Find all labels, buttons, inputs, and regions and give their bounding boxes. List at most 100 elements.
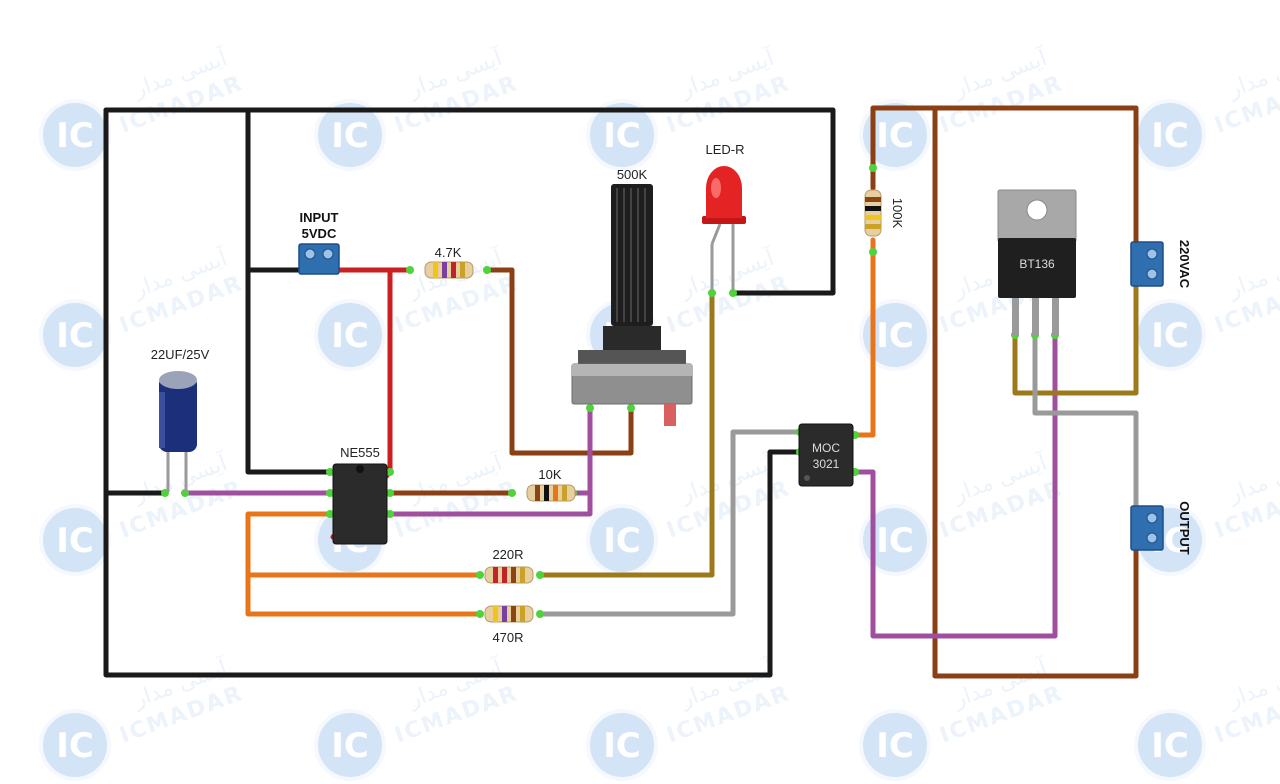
connector-dot: [326, 510, 334, 518]
svg-text:IC: IC: [876, 726, 914, 766]
ne555-body: [332, 463, 388, 545]
resistor-100k-label: 100K: [890, 198, 905, 229]
output-terminal: [1130, 505, 1164, 551]
connector-dot: [476, 610, 484, 618]
wire-gray-470: [537, 429, 803, 617]
terminal-body: [1130, 241, 1164, 287]
svg-text:IC: IC: [603, 521, 641, 561]
wire-brown-mains-loop: [870, 105, 1139, 253]
wire-brown-4k7: [484, 267, 634, 456]
resistor-470r-label: 470R: [492, 630, 523, 645]
input-voltage-label: 5VDC: [302, 226, 337, 241]
pot-body-highlight: [572, 364, 692, 376]
wire-purple-moc: [852, 332, 1058, 639]
terminal-screw: [304, 248, 316, 260]
led-label: LED-R: [705, 142, 744, 157]
connector-dot: [627, 404, 635, 412]
wire-black-outer: [103, 107, 803, 678]
pot-nut: [603, 326, 661, 350]
capacitor-label: 22UF/25V: [151, 347, 210, 362]
connector-dot: [869, 164, 877, 172]
svg-text:IC: IC: [603, 726, 641, 766]
potentiometer: [571, 184, 693, 426]
pot-label: 500K: [617, 167, 648, 182]
wire-purple-10k: [387, 405, 593, 517]
connector-dot: [386, 510, 394, 518]
triac-mount-hole: [1026, 199, 1048, 221]
wire-gray-output: [1032, 332, 1139, 521]
ic-moc3021: [798, 423, 854, 487]
svg-text:IC: IC: [876, 316, 914, 356]
connector-dot: [406, 266, 414, 274]
resistor-4k7-label: 4.7K: [435, 245, 462, 260]
resistor-220r-label: 220R: [492, 547, 523, 562]
terminal-body: [298, 243, 340, 275]
svg-text:IC: IC: [603, 116, 641, 156]
input-terminal: [298, 243, 340, 275]
resistor-220r: [484, 566, 534, 584]
svg-text:IC: IC: [876, 116, 914, 156]
ac-terminal: [1130, 241, 1164, 287]
resistor-10k: [526, 484, 576, 502]
moc-label-line2: 3021: [813, 457, 840, 471]
resistor-470r: [484, 605, 534, 623]
svg-text:IC: IC: [56, 726, 94, 766]
connector-dot: [508, 489, 516, 497]
connector-dot: [386, 489, 394, 497]
triac-bt136: [997, 189, 1077, 336]
svg-text:IC: IC: [1151, 726, 1189, 766]
connector-dot: [536, 571, 544, 579]
connector-dot: [386, 468, 394, 476]
ne555-label: NE555: [340, 445, 380, 460]
ac-input-label: 220VAC: [1177, 240, 1192, 289]
connector-dot: [586, 404, 594, 412]
resistors: [424, 189, 882, 623]
connector-dot: [536, 610, 544, 618]
connector-dot: [729, 289, 737, 297]
svg-text:IC: IC: [331, 726, 369, 766]
terminal-screw: [1146, 268, 1158, 280]
wire-black-inner: [245, 107, 333, 475]
connector-dot: [326, 489, 334, 497]
triac-body: [998, 238, 1076, 298]
terminal-screw: [1146, 248, 1158, 260]
resistor-100k: [864, 189, 882, 237]
resistor-10k-label: 10K: [538, 467, 561, 482]
terminal-screw: [1146, 512, 1158, 524]
pot-collar: [578, 350, 686, 364]
svg-text:IC: IC: [56, 316, 94, 356]
capacitor-top: [159, 371, 197, 389]
input-label: INPUT: [300, 210, 339, 225]
terminal-screw: [322, 248, 334, 260]
led-lead: [710, 223, 722, 245]
moc-body: [798, 423, 854, 487]
connector-dot: [869, 248, 877, 256]
wire-brown-mains-return: [932, 105, 1139, 679]
wire-orange-out: [245, 511, 483, 617]
capacitor-body: [159, 376, 197, 452]
terminal-body: [1130, 505, 1164, 551]
connector-dot: [708, 289, 716, 297]
svg-text:IC: IC: [331, 116, 369, 156]
led-red: [702, 166, 746, 290]
svg-text:IC: IC: [1151, 116, 1189, 156]
resistor-4k7: [424, 261, 474, 279]
svg-text:IC: IC: [1151, 316, 1189, 356]
connector-dot: [483, 266, 491, 274]
output-label: OUTPUT: [1177, 501, 1192, 555]
ic-ne555: [332, 463, 388, 545]
terminal-screw: [1146, 532, 1158, 544]
